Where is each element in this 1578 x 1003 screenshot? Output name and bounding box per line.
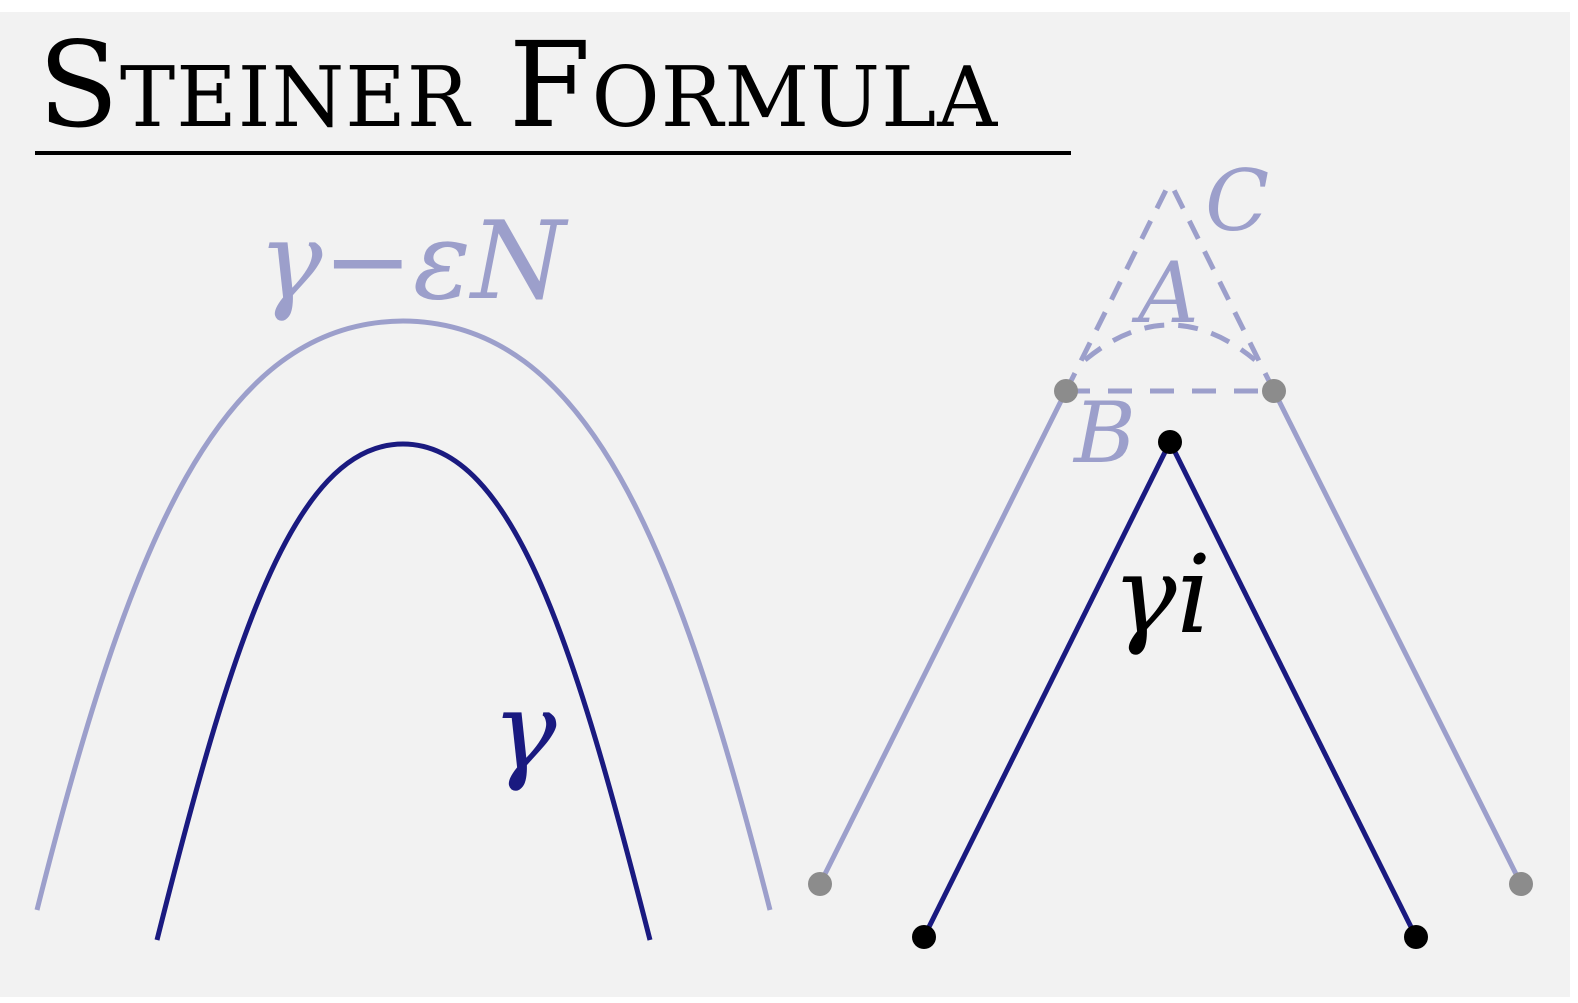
construction-line-left — [1063, 180, 1173, 393]
offset-vertex-right-bottom — [1509, 872, 1533, 896]
point-b-label: B — [1072, 384, 1136, 482]
polygon-right-edge — [1167, 440, 1419, 939]
offset-vertex-left-bottom — [808, 872, 832, 896]
polygon-label: γi — [1112, 533, 1211, 658]
point-c-label: C — [1205, 152, 1269, 250]
curve-gamma-label: γ — [492, 669, 557, 794]
offset-polygon-right-edge — [1271, 389, 1524, 886]
diagram-canvas — [0, 12, 1570, 997]
page-title: Steiner Formula — [38, 16, 999, 154]
construction-line-right — [1167, 180, 1277, 393]
polygon-vertex-right — [1404, 925, 1428, 949]
polygon-vertex-left — [912, 925, 936, 949]
polygon-left-edge — [921, 440, 1173, 939]
curve-gamma — [154, 441, 653, 941]
point-a-label: A — [1131, 244, 1199, 342]
offset-polygon-left-edge — [817, 389, 1069, 886]
polygon-vertex-apex — [1158, 430, 1182, 454]
title-underline — [35, 151, 1071, 155]
offset-vertex-right-top — [1262, 379, 1286, 403]
offset-vertex-left-top — [1054, 379, 1078, 403]
offset-curve-label: γ−εN — [258, 199, 569, 324]
offset-curve — [34, 318, 773, 911]
